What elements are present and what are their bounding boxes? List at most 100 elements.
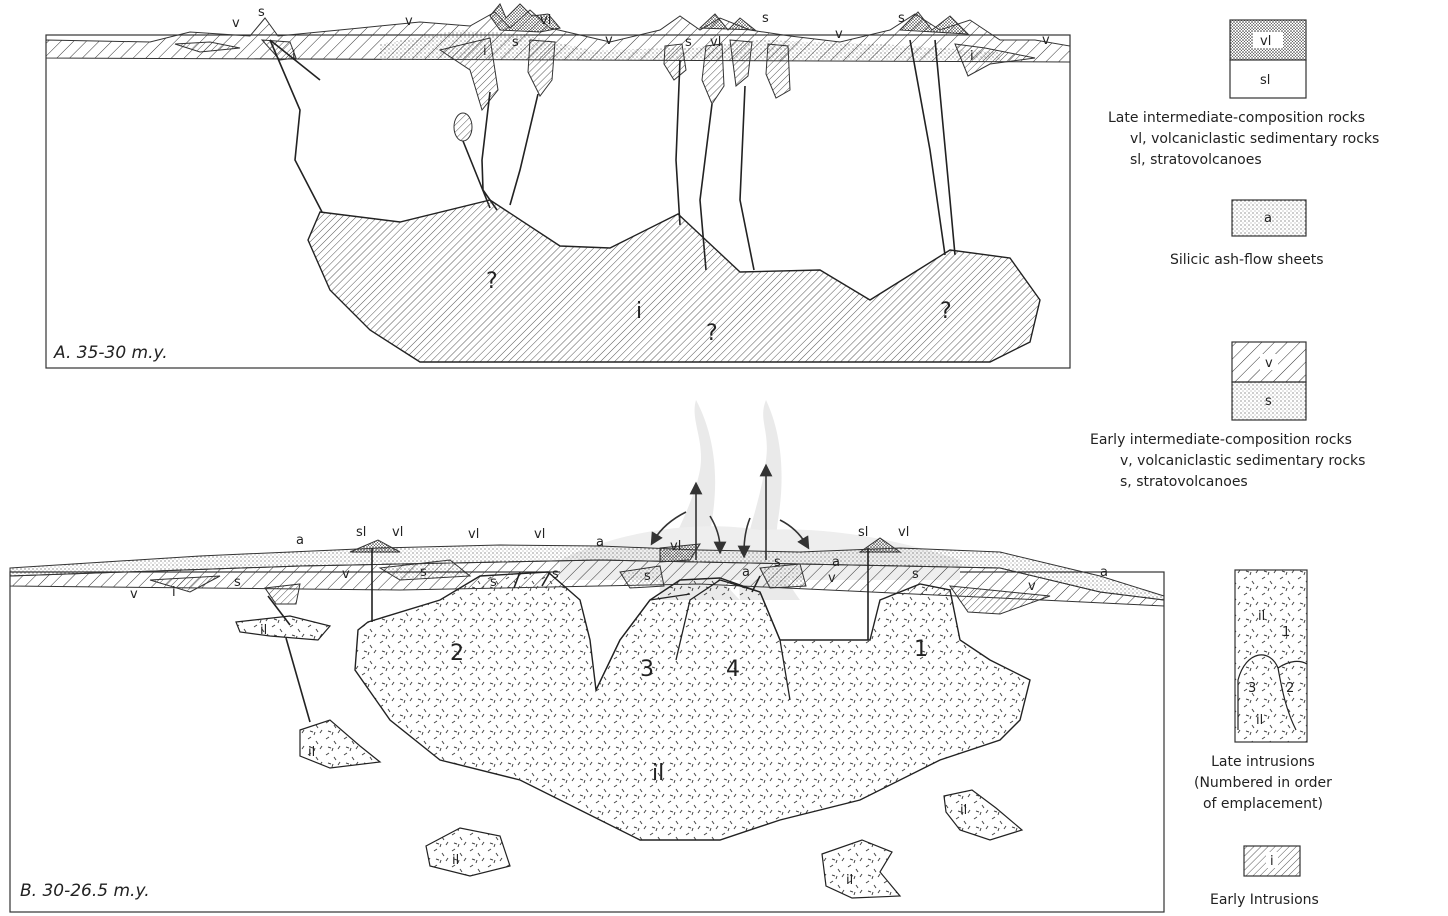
panel-b-label-v-3: v — [828, 571, 836, 586]
panel-b-label-il-main: il — [652, 761, 664, 786]
panel-a: v s i v i s vl v s vl s v s i v ? i ? ? … — [46, 4, 1070, 368]
panel-a-question-3: ? — [940, 299, 952, 324]
panel-b-label-a-2: a — [596, 535, 604, 550]
panel-b-label-vl-5: vl — [898, 525, 909, 540]
panel-b-label-s-4: s — [552, 567, 559, 582]
legend-early-intermediate-line1: v, volcaniclastic sedimentary rocks — [1090, 451, 1365, 472]
panel-b-label-s-3: s — [490, 575, 497, 590]
panel-b-label-v-4: v — [1028, 579, 1036, 594]
panel-b-label-s-5: s — [644, 569, 651, 584]
legend-late-intrusion-swatch — [1235, 570, 1307, 742]
panel-a-early-batholith — [308, 200, 1040, 362]
panel-a-label-i-1: i — [292, 49, 296, 64]
legend-late-intermediate-line1: vl, volcaniclastic sedimentary rocks — [1108, 129, 1379, 150]
legend-early-intermediate-text: Early intermediate-composition rocks v, … — [1090, 430, 1365, 493]
panel-a-vl-peak-3 — [900, 12, 968, 34]
legend-i-text: i — [1270, 854, 1274, 869]
panel-a-stock-2 — [528, 40, 555, 96]
panel-b: a sl vl vl vl a vl sl vl v i s v s s s s… — [10, 400, 1164, 912]
panel-b-il-body-4 — [822, 840, 900, 898]
panel-b-il-body-1 — [236, 616, 330, 640]
panel-b-label-il-5: il — [960, 803, 967, 818]
legend-a-text: a — [1264, 211, 1272, 226]
panel-b-il-body-3 — [426, 828, 510, 876]
legend-v-text: v — [1265, 356, 1273, 371]
legend-silicic-title: Silicic ash-flow sheets — [1170, 250, 1324, 271]
panel-a-stock-6 — [766, 44, 790, 98]
panel-a-label-vl-1: vl — [540, 13, 551, 28]
panel-b-label-i-1: i — [172, 585, 176, 600]
panel-a-label-v-1: v — [232, 16, 240, 31]
legend-silicic-text: Silicic ash-flow sheets — [1170, 250, 1324, 271]
panel-b-label-vl-3: vl — [534, 527, 545, 542]
panel-a-label-s-5: s — [898, 11, 905, 26]
panel-b-il-body-5 — [944, 790, 1022, 840]
panel-b-number-2: 2 — [450, 641, 464, 666]
panel-b-label-il-3: il — [452, 853, 459, 868]
panel-a-label-v-2: v — [405, 14, 413, 29]
legend-early-intrusions-text: Early Intrusions — [1210, 890, 1319, 911]
panel-a-label-v-5: v — [1042, 33, 1050, 48]
panel-a-label-s-4: s — [762, 11, 769, 26]
panel-b-label-il-4: il — [846, 873, 853, 888]
panel-a-label-i-3: i — [970, 49, 974, 64]
panel-a-label-v-3: v — [605, 33, 613, 48]
panel-a-blob — [454, 113, 472, 141]
panel-a-label-s-1: s — [258, 5, 265, 20]
legend-late-intermediate-title: Late intermediate-composition rocks — [1108, 108, 1379, 129]
panel-b-caption: B. 30-26.5 m.y. — [20, 881, 150, 901]
panel-b-sl-cone-1 — [350, 540, 400, 552]
panel-a-stock-3 — [664, 44, 686, 80]
legend-late-intrusion-il-bottom: il — [1256, 713, 1263, 728]
legend-early-intermediate-title: Early intermediate-composition rocks — [1090, 430, 1365, 451]
legend-late-intermediate-text: Late intermediate-composition rocks vl, … — [1108, 108, 1379, 171]
panel-a-stock-5 — [730, 40, 752, 86]
panel-b-i-stock-1 — [265, 584, 300, 604]
panel-b-label-vl-2: vl — [468, 527, 479, 542]
panel-a-label-s-2: s — [512, 35, 519, 50]
panel-b-number-3: 3 — [640, 657, 654, 682]
legend-early-intermediate-line2: s, stratovolcanoes — [1090, 472, 1365, 493]
panel-b-label-s-7: s — [912, 567, 919, 582]
panel-b-label-v-1: v — [130, 587, 138, 602]
panel-a-label-i-2: i — [483, 44, 487, 59]
panel-b-number-1: 1 — [914, 637, 928, 662]
panel-b-label-s-2: s — [420, 565, 427, 580]
panel-b-label-vl-4: vl — [670, 539, 681, 554]
panel-a-label-i-batholith: i — [636, 299, 642, 324]
panel-b-label-s-6: s — [774, 555, 781, 570]
panel-a-stock-4 — [702, 44, 724, 104]
panel-b-il-body-2 — [300, 720, 380, 768]
panel-a-label-v-4: v — [835, 27, 843, 42]
legend-late-intermediate-line2: sl, stratovolcanoes — [1108, 150, 1379, 171]
panel-b-label-a-4: a — [832, 555, 840, 570]
legend-late-intrusion-1: 1 — [1282, 625, 1290, 640]
panel-a-caption: A. 35-30 m.y. — [53, 343, 168, 363]
panel-b-label-a-5: a — [1100, 565, 1108, 580]
panel-b-label-sl-1: sl — [356, 525, 366, 540]
panel-b-label-s-1: s — [234, 575, 241, 590]
panel-a-label-vl-2: vl — [710, 35, 721, 50]
panel-b-late-intrusion-complex — [355, 572, 1030, 840]
panel-a-question-1: ? — [486, 269, 498, 294]
legend-vl-text: vl — [1260, 34, 1271, 49]
legend-late-intrusions-title: Late intrusions — [1194, 752, 1332, 773]
legend-sl-text: sl — [1260, 73, 1270, 88]
panel-b-label-a-1: a — [296, 533, 304, 548]
legend-late-intrusions-line2: of emplacement) — [1194, 794, 1332, 815]
legend-s-text: s — [1265, 394, 1272, 409]
legend-late-intrusion-3: 3 — [1248, 681, 1256, 696]
legend-early-intrusions-title: Early Intrusions — [1210, 890, 1319, 911]
legend-late-intrusion-il-top: il — [1258, 609, 1265, 624]
legend-late-intrusions-text: Late intrusions (Numbered in order of em… — [1194, 752, 1332, 815]
panel-a-label-s-3: s — [685, 35, 692, 50]
panel-b-label-il-2: il — [308, 745, 315, 760]
panel-b-label-vl-1: vl — [392, 525, 403, 540]
panel-b-label-a-3: a — [742, 565, 750, 580]
legend-late-intrusions-line1: (Numbered in order — [1194, 773, 1332, 794]
panel-b-number-4: 4 — [726, 657, 740, 682]
legend-late-intrusion-2: 2 — [1286, 681, 1294, 696]
panel-a-question-2: ? — [706, 321, 718, 346]
panel-b-label-v-2: v — [342, 567, 350, 582]
panel-b-label-sl-2: sl — [858, 525, 868, 540]
